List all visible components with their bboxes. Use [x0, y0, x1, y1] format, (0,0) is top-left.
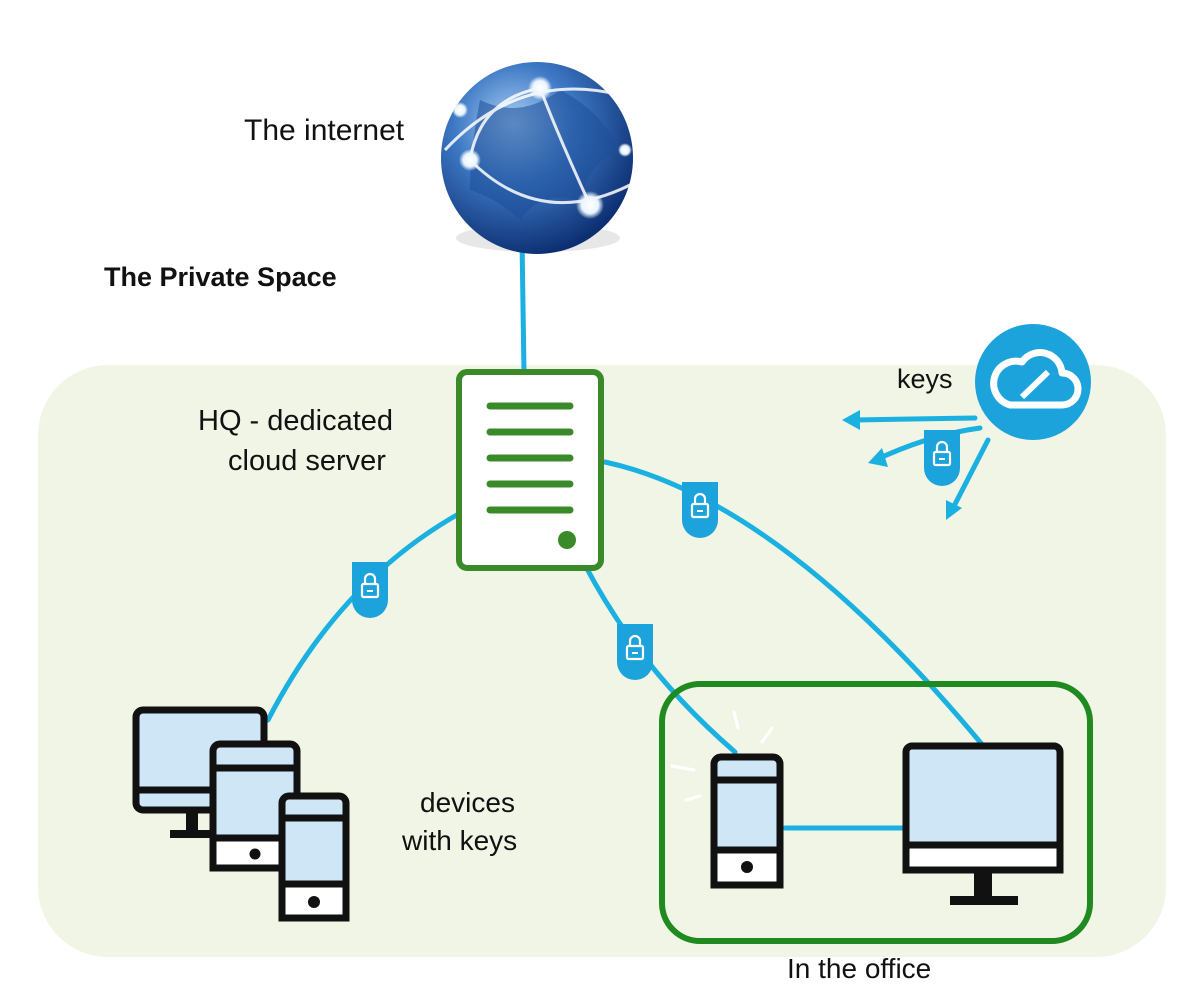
phone-icon: [710, 753, 784, 889]
server-icon: [456, 369, 604, 571]
phone-icon: [278, 792, 350, 922]
lock-icon: [350, 560, 390, 620]
office-border: [659, 681, 1093, 944]
hq-label-line1: HQ - dedicated: [198, 405, 393, 437]
private-space-title: The Private Space: [104, 262, 337, 292]
keys-arrowheads: [842, 410, 962, 520]
keys-arrow-1: [852, 415, 978, 423]
cloud-icon: [975, 324, 1091, 440]
devices-label-line1: devices: [420, 787, 515, 818]
globe-icon: [441, 62, 633, 254]
keys-arrow-3: [949, 437, 991, 513]
remote-devices: [132, 706, 350, 922]
office-group: [659, 681, 1093, 944]
monitor-icon: [902, 742, 1064, 905]
lock-icon: [680, 480, 720, 540]
office-label: In the office: [787, 953, 931, 984]
line-internet-server: [519, 237, 527, 375]
devices-label-line2: with keys: [401, 825, 517, 856]
keys-label: keys: [897, 364, 953, 394]
lock-icon: [922, 428, 962, 488]
internet-label: The internet: [244, 114, 405, 147]
lock-icon: [615, 622, 655, 682]
hq-label-line2: cloud server: [228, 445, 386, 477]
